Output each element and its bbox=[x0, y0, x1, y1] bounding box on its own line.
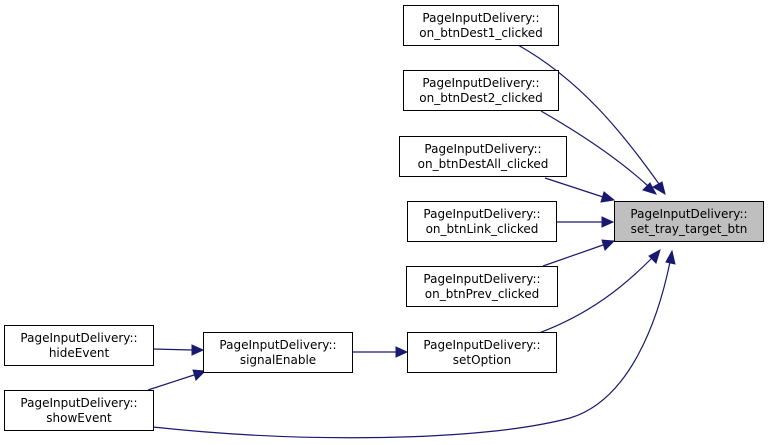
graph-edges bbox=[147, 44, 676, 439]
node-on-btndest1-clicked-line1: PageInputDelivery:: bbox=[422, 11, 539, 25]
node-showevent[interactable]: PageInputDelivery:: showEvent bbox=[4, 390, 154, 431]
edge-destall-to-target bbox=[544, 177, 616, 203]
node-on-btndestall-clicked[interactable]: PageInputDelivery:: on_btnDestAll_clicke… bbox=[399, 136, 567, 177]
node-showevent-line1: PageInputDelivery:: bbox=[20, 396, 137, 410]
node-on-btndestall-clicked-line1: PageInputDelivery:: bbox=[424, 142, 541, 156]
node-signalenable[interactable]: PageInputDelivery:: signalEnable bbox=[203, 332, 353, 373]
edge-showevent-to-signalenable bbox=[147, 369, 207, 391]
node-set-tray-target-btn-line2: set_tray_target_btn bbox=[631, 222, 748, 236]
edge-setoption-to-target bbox=[538, 248, 661, 334]
node-setoption-line2: setOption bbox=[453, 353, 511, 367]
edge-prev-to-target bbox=[542, 239, 616, 267]
node-hideevent-line2: hideEvent bbox=[49, 346, 110, 360]
edge-hideevent-to-signalenable bbox=[152, 344, 205, 356]
node-on-btndest1-clicked-line2: on_btnDest1_clicked bbox=[419, 26, 542, 40]
node-hideevent-line1: PageInputDelivery:: bbox=[20, 331, 137, 345]
node-signalenable-line1: PageInputDelivery:: bbox=[219, 338, 336, 352]
node-hideevent[interactable]: PageInputDelivery:: hideEvent bbox=[4, 325, 154, 366]
edge-dest1-to-target bbox=[517, 44, 666, 196]
node-on-btndestall-clicked-line2: on_btnDestAll_clicked bbox=[418, 157, 549, 171]
node-on-btndest2-clicked[interactable]: PageInputDelivery:: on_btnDest2_clicked bbox=[403, 70, 559, 111]
node-on-btnprev-clicked-line2: on_btnPrev_clicked bbox=[425, 287, 539, 301]
edge-link-to-target bbox=[557, 216, 615, 228]
edge-signalenable-to-setoption bbox=[352, 346, 409, 358]
graph-nodes: PageInputDelivery:: set_tray_target_btn … bbox=[4, 5, 764, 431]
node-on-btndest1-clicked[interactable]: PageInputDelivery:: on_btnDest1_clicked bbox=[403, 5, 559, 46]
node-signalenable-line2: signalEnable bbox=[240, 353, 316, 367]
node-on-btndest2-clicked-line1: PageInputDelivery:: bbox=[422, 76, 539, 90]
node-on-btnlink-clicked-line1: PageInputDelivery:: bbox=[423, 207, 540, 221]
node-on-btnlink-clicked[interactable]: PageInputDelivery:: on_btnLink_clicked bbox=[407, 201, 557, 242]
node-on-btnlink-clicked-line2: on_btnLink_clicked bbox=[426, 222, 539, 236]
edge-dest2-to-target bbox=[540, 110, 658, 195]
node-showevent-line2: showEvent bbox=[46, 411, 112, 425]
node-setoption[interactable]: PageInputDelivery:: setOption bbox=[407, 332, 557, 373]
node-setoption-line1: PageInputDelivery:: bbox=[423, 338, 540, 352]
node-set-tray-target-btn-line1: PageInputDelivery:: bbox=[630, 207, 747, 221]
node-on-btndest2-clicked-line2: on_btnDest2_clicked bbox=[419, 91, 542, 105]
node-on-btnprev-clicked[interactable]: PageInputDelivery:: on_btnPrev_clicked bbox=[406, 266, 558, 307]
node-set-tray-target-btn[interactable]: PageInputDelivery:: set_tray_target_btn bbox=[614, 201, 764, 242]
edge-showevent-to-target bbox=[152, 249, 676, 439]
node-on-btnprev-clicked-line1: PageInputDelivery:: bbox=[423, 272, 540, 286]
